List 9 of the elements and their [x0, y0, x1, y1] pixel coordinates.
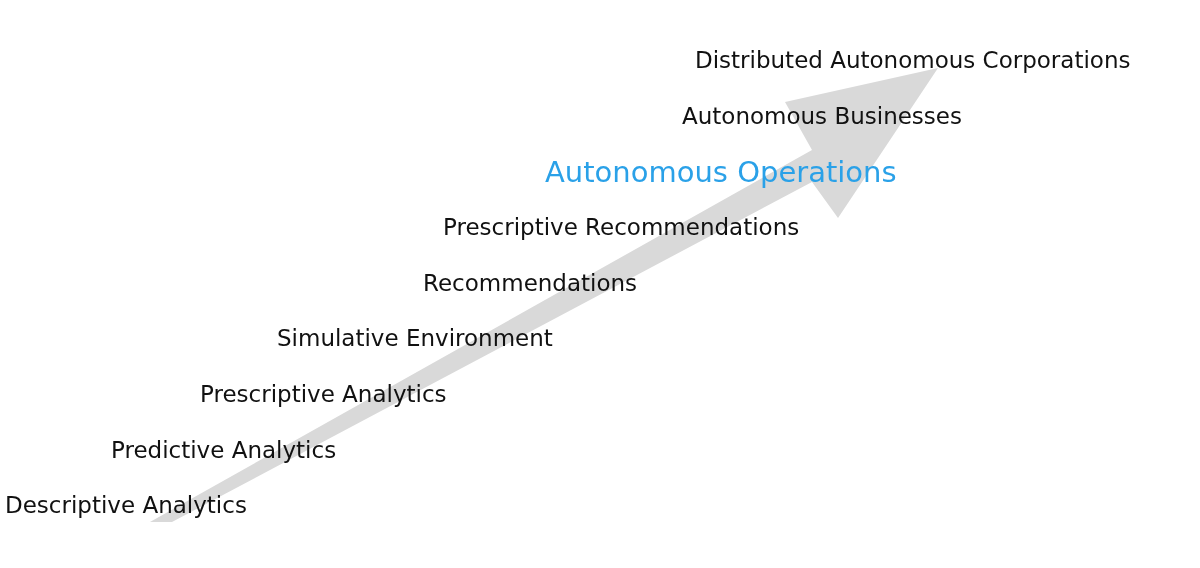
stage-label: Distributed Autonomous Corporations [695, 46, 1131, 74]
stage-label: Prescriptive Analytics [200, 380, 447, 408]
stage-label: Prescriptive Recommendations [443, 213, 800, 241]
stage-label: Simulative Environment [277, 324, 553, 352]
stage-label: Predictive Analytics [111, 436, 337, 464]
stage-label: Descriptive Analytics [5, 491, 247, 519]
stage-label: Recommendations [423, 269, 638, 297]
stage-label: Autonomous Businesses [682, 102, 962, 130]
highlighted-stage-label: Autonomous Operations [545, 155, 897, 189]
